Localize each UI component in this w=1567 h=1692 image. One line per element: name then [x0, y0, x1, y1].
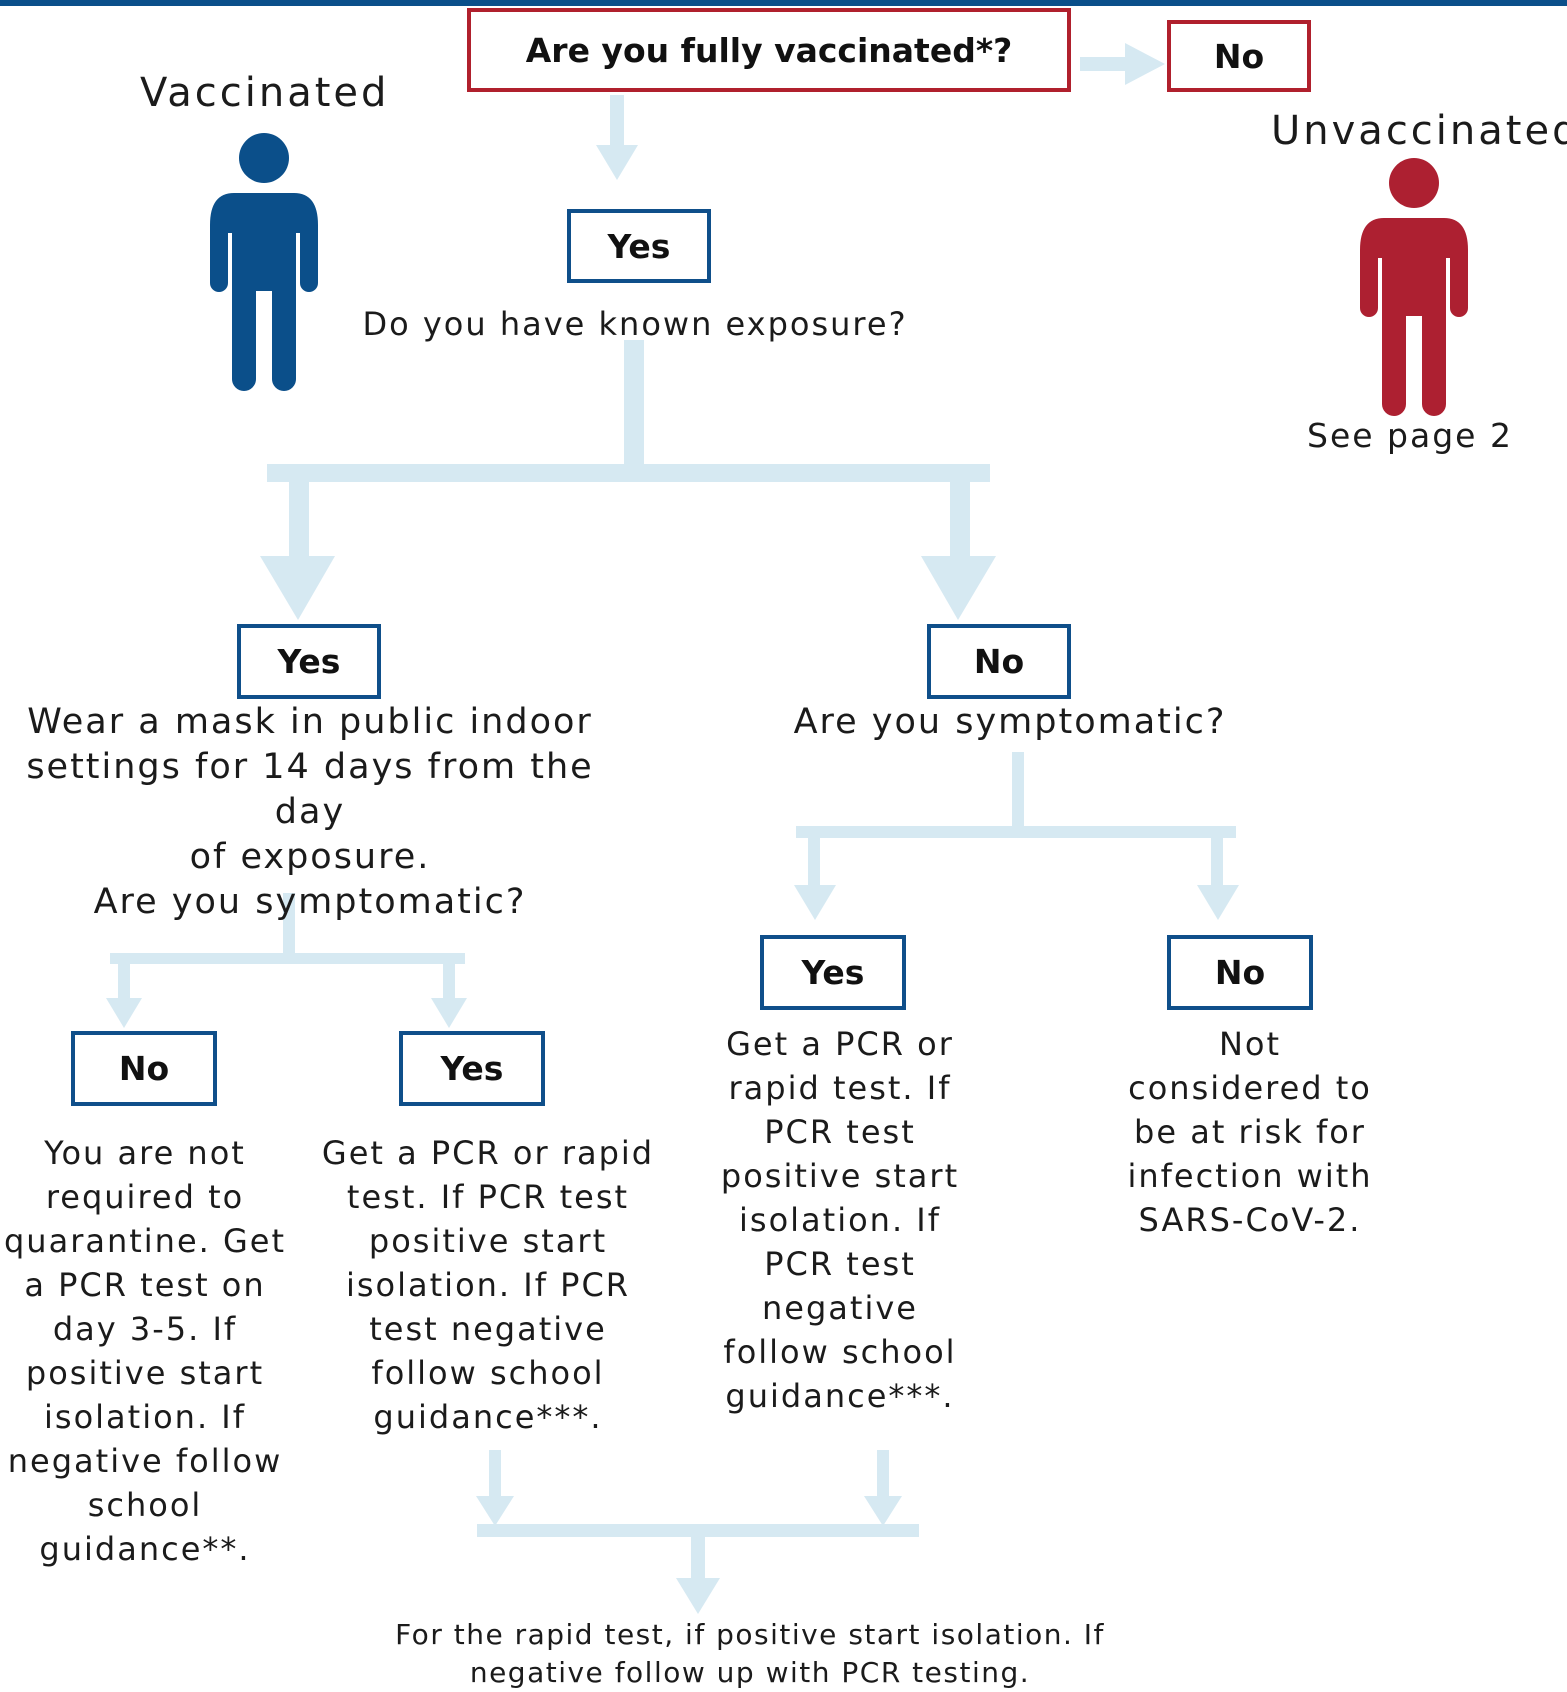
leaf-b-line: test negative [369, 1310, 607, 1348]
leaf-d-text: Not considered to be at risk for infecti… [1110, 1022, 1390, 1242]
exposure-no-label: No [973, 642, 1025, 681]
merge-left-head [476, 1496, 514, 1526]
leaf-a-line: a PCR test on [24, 1266, 266, 1304]
leaf-a-box: No [71, 1031, 217, 1106]
leaf-b-label: Yes [440, 1049, 504, 1088]
exposure-stem [624, 340, 644, 468]
merge-right-stem [877, 1450, 889, 1498]
leaf-c-line: rapid test. If [728, 1069, 952, 1107]
arrow-main-right-head [1125, 43, 1165, 85]
leaf-d-line: SARS-CoV-2. [1138, 1201, 1362, 1239]
right-stem [1012, 752, 1024, 838]
left-a-head [106, 998, 142, 1028]
leaf-a-line: school [87, 1486, 203, 1524]
exposure-yes-label: Yes [277, 642, 341, 681]
right-c-stem [808, 832, 820, 887]
top-accent-bar [0, 0, 1567, 6]
leaf-d-line: be at risk for [1134, 1113, 1366, 1151]
unvaccinated-person-icon [1360, 158, 1468, 416]
leaf-b-line: follow school [371, 1354, 605, 1392]
leaf-a-line: guidance**. [39, 1530, 251, 1568]
arrow-left-head [260, 556, 335, 620]
main-question-text: Are you fully vaccinated*? [525, 30, 1013, 70]
leaf-a-line: required to [45, 1178, 245, 1216]
arrow-right-stem [950, 478, 970, 558]
leaf-c-label: Yes [801, 953, 865, 992]
leaf-b-line: test. If PCR test [346, 1178, 630, 1216]
leaf-c-box: Yes [760, 935, 906, 1010]
left-b-stem [443, 960, 455, 998]
vaccinated-person-icon [210, 133, 318, 391]
leaf-c-line: PCR test [764, 1245, 916, 1283]
exposure-yes-box: Yes [237, 624, 381, 699]
right-d-head [1197, 885, 1239, 920]
leaf-a-line: negative follow [7, 1442, 283, 1480]
footer-note: For the rapid test, if positive start is… [340, 1616, 1160, 1692]
right-bar [796, 826, 1236, 838]
leaf-a-line: day 3-5. If [52, 1310, 238, 1348]
exposure-yes-line: of exposure. [189, 837, 431, 877]
exposure-yes-line: Are you symptomatic? [93, 882, 527, 922]
arrow-left-stem [289, 478, 309, 558]
leaf-c-line: guidance***. [725, 1377, 955, 1415]
leaf-b-text: Get a PCR or rapid test. If PCR test pos… [318, 1131, 658, 1439]
main-no-box: No [1167, 20, 1311, 92]
merge-left-stem [489, 1450, 501, 1498]
main-no-label: No [1213, 36, 1265, 76]
unvaccinated-label: Unvaccinated [1271, 108, 1567, 154]
left-a-stem [118, 960, 130, 998]
leaf-c-line: PCR test [764, 1113, 916, 1151]
leaf-d-label: No [1214, 953, 1266, 992]
right-c-head [794, 885, 836, 920]
leaf-d-box: No [1167, 935, 1313, 1010]
leaf-b-line: isolation. If PCR [345, 1266, 631, 1304]
left-bar [110, 953, 465, 964]
arrow-main-down [610, 95, 624, 145]
exposure-bar [267, 464, 990, 482]
left-b-head [431, 998, 467, 1028]
arrow-main-right [1080, 57, 1125, 71]
merge-right-head [864, 1496, 902, 1526]
leaf-a-text: You are not required to quarantine. Get … [0, 1131, 290, 1571]
footer-line: negative follow up with PCR testing. [469, 1656, 1031, 1689]
merge-down-stem [691, 1530, 705, 1580]
vaccinated-label: Vaccinated [140, 70, 390, 116]
arrow-main-down-head [596, 145, 638, 180]
left-stem [283, 893, 295, 955]
exposure-yes-line: Wear a mask in public indoor [27, 702, 593, 742]
leaf-c-line: positive start [720, 1157, 960, 1195]
leaf-c-line: negative [762, 1289, 918, 1327]
exposure-no-box: No [927, 624, 1071, 699]
leaf-d-line: Not [1218, 1025, 1282, 1063]
arrow-right-head [921, 556, 996, 620]
leaf-a-line: You are not [44, 1134, 246, 1172]
leaf-b-line: positive start [368, 1222, 608, 1260]
exposure-yes-text: Wear a mask in public indoor settings fo… [0, 700, 620, 925]
leaf-c-line: isolation. If [739, 1201, 941, 1239]
leaf-b-line: guidance***. [373, 1398, 603, 1436]
leaf-a-label: No [118, 1049, 170, 1088]
see-page-text: See page 2 [1307, 416, 1513, 455]
leaf-d-line: considered to [1128, 1069, 1372, 1107]
exposure-no-text: Are you symptomatic? [793, 702, 1227, 742]
leaf-a-line: quarantine. Get [3, 1222, 287, 1260]
leaf-d-line: infection with [1127, 1157, 1373, 1195]
exposure-yes-line: settings for 14 days from the day [26, 747, 594, 832]
exposure-question: Do you have known exposure? [362, 305, 908, 343]
leaf-c-text: Get a PCR or rapid test. If PCR test pos… [700, 1022, 980, 1418]
leaf-c-line: follow school [723, 1333, 957, 1371]
leaf-a-line: isolation. If [44, 1398, 246, 1436]
leaf-c-line: Get a PCR or [726, 1025, 954, 1063]
leaf-b-line: Get a PCR or rapid [321, 1134, 655, 1172]
leaf-b-box: Yes [399, 1031, 545, 1106]
main-question-box: Are you fully vaccinated*? [467, 8, 1071, 92]
leaf-a-line: positive start [25, 1354, 265, 1392]
vaccinated-yes-box: Yes [567, 209, 711, 283]
footer-line: For the rapid test, if positive start is… [395, 1618, 1105, 1651]
vaccinated-yes-label: Yes [607, 226, 671, 266]
right-d-stem [1211, 832, 1223, 887]
merge-down-head [676, 1578, 720, 1614]
